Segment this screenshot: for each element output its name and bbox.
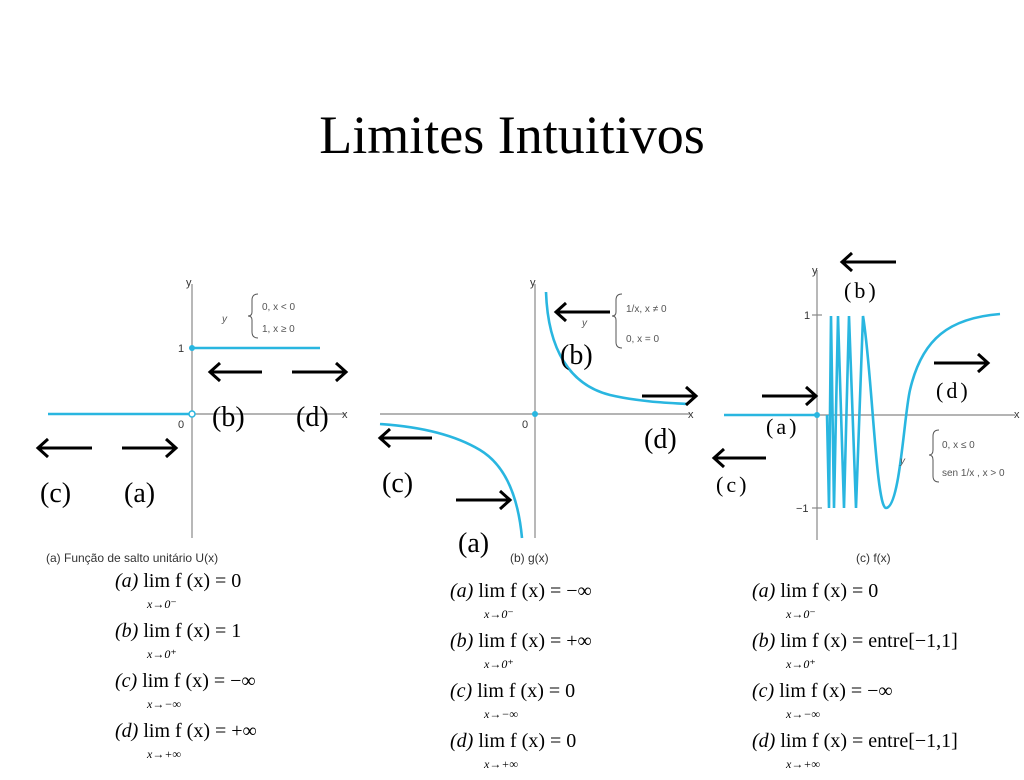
label-d: (d) (296, 402, 329, 433)
limit-label: (c) (450, 680, 473, 702)
limit-expr: lim f (x) = +∞ (478, 630, 592, 652)
arrow-a-right (456, 489, 513, 511)
limit-label: (b) (752, 630, 776, 652)
point-origin (532, 411, 538, 417)
curve-left-branch (379, 422, 524, 539)
def-line1: 0, x < 0 (262, 302, 296, 313)
def-line2: sen 1/x , x > 0 (942, 468, 1005, 479)
limit-label: (c) (115, 670, 138, 692)
def-y: y (899, 456, 906, 467)
tick-one-label: 1 (804, 310, 810, 322)
label-d: (d) (644, 424, 677, 455)
def-line2: 1, x ≥ 0 (262, 324, 295, 335)
limit-label: (a) (115, 570, 139, 592)
label-c: (c) (716, 472, 749, 497)
def-line1: 1/x, x ≠ 0 (626, 304, 667, 315)
curve-right-branch (544, 291, 689, 406)
limit-sub: x→0⁺ (147, 647, 177, 661)
limit-label: (b) (115, 620, 139, 642)
label-a: (a) (458, 528, 489, 559)
arrow-b-left (839, 251, 896, 273)
graph-sin-reciprocal: y x 1 −1 y 0, x ≤ 0 sen 1/x , x > 0 (b) … (711, 251, 1020, 540)
arrow-c-left (377, 427, 432, 449)
graph-reciprocal: y x 0 y 1/x, x ≠ 0 0, x = 0 (b) (d) (c) … (377, 277, 699, 559)
graph-unit-step: y x 0 1 y 0, x < 0 1, x ≥ 0 (b) (d) (c) … (35, 277, 349, 538)
label-b: (b) (844, 278, 879, 303)
slide-title: Limites Intuitivos (319, 105, 705, 165)
label-b: (b) (212, 402, 245, 433)
limit-expr: lim f (x) = −∞ (142, 670, 256, 692)
x-axis-label: x (342, 409, 348, 421)
arrow-c-left (35, 437, 92, 459)
arrow-c-left (711, 447, 766, 469)
limit-expr: lim f (x) = 1 (143, 620, 242, 642)
arrow-b-left (553, 301, 610, 323)
limit-sub: x→−∞ (147, 697, 181, 711)
origin-label: 0 (178, 419, 184, 431)
limit-sub: x→+∞ (484, 757, 518, 771)
point-origin (814, 412, 820, 418)
arrow-a-right (122, 437, 179, 459)
arrow-d-right (934, 352, 991, 374)
y-axis-label: y (812, 265, 818, 277)
label-c: (c) (40, 478, 71, 509)
limit-sub: x→−∞ (786, 707, 820, 721)
arrow-d-right (642, 385, 699, 407)
point-one (189, 345, 195, 351)
limit-label: (a) (752, 580, 776, 602)
def-line1: 0, x ≤ 0 (942, 440, 975, 451)
limit-sub: x→0⁻ (484, 607, 514, 621)
limit-sub: x→0⁺ (786, 657, 816, 671)
curve-oscillation (825, 312, 1001, 510)
arrow-d-right (292, 361, 349, 383)
limit-expr: lim f (x) = +∞ (143, 720, 257, 742)
y-axis-label: y (186, 277, 192, 289)
def-y: y (221, 314, 228, 325)
def-line2: 0, x = 0 (626, 334, 660, 345)
limit-sub: x→0⁺ (484, 657, 514, 671)
limit-expr: lim f (x) = −∞ (478, 580, 592, 602)
y-axis-label: y (530, 277, 536, 289)
limit-sub: x→0⁻ (147, 597, 177, 611)
limit-label: (d) (115, 720, 139, 742)
limit-expr: lim f (x) = 0 (478, 730, 577, 752)
limit-expr: lim f (x) = entre[−1,1] (780, 730, 958, 752)
graph1-caption: (a) Função de salto unitário U(x) (46, 551, 219, 565)
label-a: (a) (124, 478, 155, 509)
limit-expr: lim f (x) = 0 (143, 570, 242, 592)
def-y: y (581, 318, 588, 329)
graph3-caption: (c) f(x) (856, 551, 891, 565)
point-origin (188, 410, 196, 418)
limit-expr: lim f (x) = 0 (780, 580, 879, 602)
limit-expr: lim f (x) = −∞ (779, 680, 893, 702)
limit-sub: x→+∞ (786, 757, 820, 771)
x-axis-label: x (1014, 409, 1020, 421)
label-b: (b) (560, 340, 593, 371)
limit-label: (d) (450, 730, 474, 752)
limit-label: (b) (450, 630, 474, 652)
arrow-a-right (762, 385, 819, 407)
tick-one-label: 1 (178, 343, 184, 355)
label-c: (c) (382, 468, 413, 499)
limit-label: (c) (752, 680, 775, 702)
limit-sub: x→0⁻ (786, 607, 816, 621)
arrow-b-left (207, 361, 262, 383)
limit-sub: x→−∞ (484, 707, 518, 721)
label-a: (a) (766, 414, 799, 439)
graph2-caption: (b) g(x) (510, 551, 549, 565)
limit-label: (a) (450, 580, 474, 602)
x-axis-label: x (688, 409, 694, 421)
tick-minus-one-label: −1 (796, 503, 809, 515)
limit-sub: x→+∞ (147, 747, 181, 761)
limit-label: (d) (752, 730, 776, 752)
limit-expr: lim f (x) = 0 (477, 680, 576, 702)
limit-expr: lim f (x) = entre[−1,1] (780, 630, 958, 652)
origin-label: 0 (522, 419, 528, 431)
label-d: (d) (936, 378, 971, 403)
